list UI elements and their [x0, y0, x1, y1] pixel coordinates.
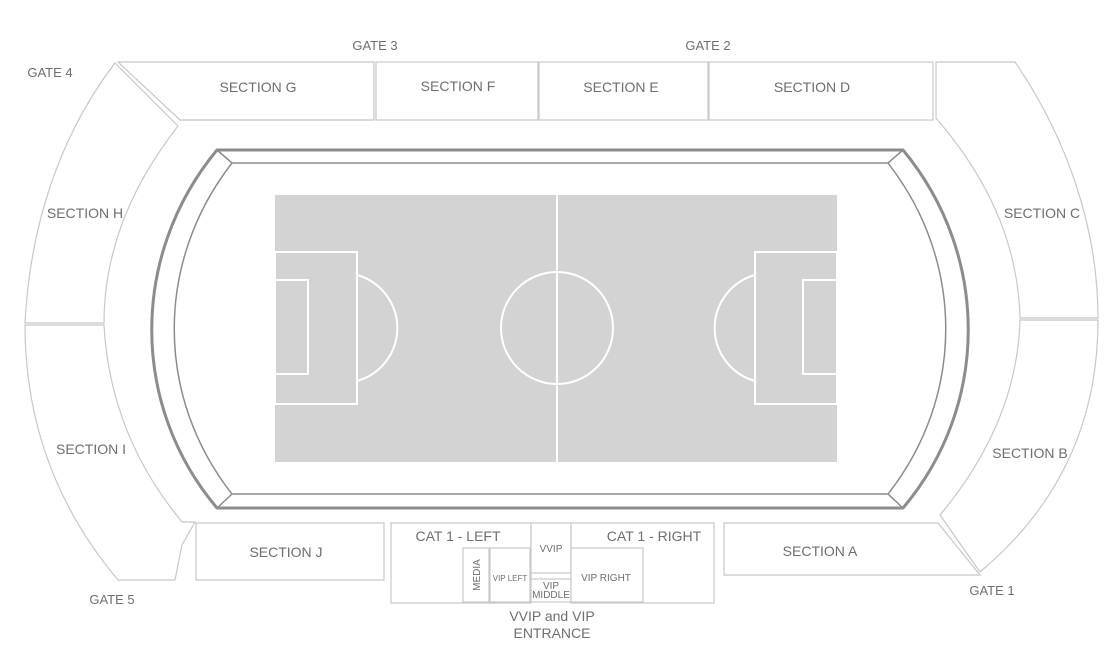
media-label: MEDIA: [472, 559, 483, 591]
section-d[interactable]: [708, 61, 934, 121]
pitch: [274, 195, 838, 462]
gate-2-label: GATE 2: [685, 38, 730, 53]
section-a-label: SECTION A: [783, 543, 858, 559]
section-e-label: SECTION E: [583, 79, 658, 95]
section-e[interactable]: [538, 61, 709, 121]
gate-4-label: GATE 4: [27, 65, 72, 80]
cat1-right-label: CAT 1 - RIGHT: [607, 528, 702, 544]
media-box[interactable]: [462, 547, 490, 603]
vip-left-label: VIP LEFT: [493, 574, 528, 583]
vip-right-label: VIP RIGHT: [581, 573, 631, 584]
gate-5-label: GATE 5: [89, 592, 134, 607]
section-g-label: SECTION G: [219, 79, 296, 95]
cat1-left-label: CAT 1 - LEFT: [415, 528, 501, 544]
vip-left-box[interactable]: [489, 547, 531, 603]
section-j[interactable]: [195, 522, 385, 581]
section-b-label: SECTION B: [992, 445, 1067, 461]
vvip-label: VVIP: [540, 544, 563, 555]
section-i-label: SECTION I: [56, 441, 126, 457]
section-f-label: SECTION F: [421, 78, 496, 94]
section-h-label: SECTION H: [47, 205, 123, 221]
section-h[interactable]: [24, 62, 179, 324]
section-f[interactable]: [375, 61, 539, 121]
vip-middle-label-2: MIDDLE: [532, 590, 570, 601]
gate-3-label: GATE 3: [352, 38, 397, 53]
section-d-label: SECTION D: [774, 79, 850, 95]
section-g[interactable]: [116, 61, 375, 121]
vip-right-box[interactable]: [570, 547, 644, 603]
section-b[interactable]: [939, 319, 1099, 573]
vip-middle-label-1: VIP: [543, 581, 559, 592]
gate-1-label: GATE 1: [969, 583, 1014, 598]
section-a[interactable]: [723, 522, 982, 576]
section-i[interactable]: [24, 324, 197, 581]
section-c-label: SECTION C: [1004, 205, 1080, 221]
section-c[interactable]: [935, 61, 1099, 319]
entrance-label-2: ENTRANCE: [513, 625, 590, 641]
section-j-label: SECTION J: [249, 544, 322, 560]
entrance-label-1: VVIP and VIP: [509, 608, 594, 624]
